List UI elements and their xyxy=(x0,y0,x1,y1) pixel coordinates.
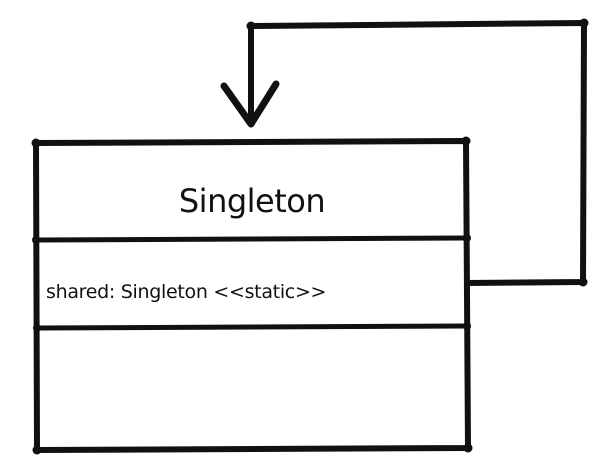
corner-dot xyxy=(31,138,41,148)
corner-dot xyxy=(463,443,473,453)
class-attribute: shared: Singleton <<static>> xyxy=(46,281,327,303)
corner-dot xyxy=(33,324,41,332)
arrowhead-icon xyxy=(220,80,280,128)
connector-dot xyxy=(579,18,589,28)
corner-dot xyxy=(32,236,40,244)
attribute-compartment-divider xyxy=(34,323,470,331)
connector-dot xyxy=(246,21,256,31)
corner-dot xyxy=(463,322,471,330)
corner-dot xyxy=(32,445,42,455)
class-name: Singleton xyxy=(178,182,326,220)
name-compartment-divider xyxy=(33,235,470,243)
corner-dot xyxy=(461,136,471,146)
connector-dot xyxy=(578,277,588,287)
class-box xyxy=(31,136,473,455)
corner-dot xyxy=(463,234,471,242)
self-association-connector xyxy=(220,18,589,287)
connector-line xyxy=(248,20,587,286)
